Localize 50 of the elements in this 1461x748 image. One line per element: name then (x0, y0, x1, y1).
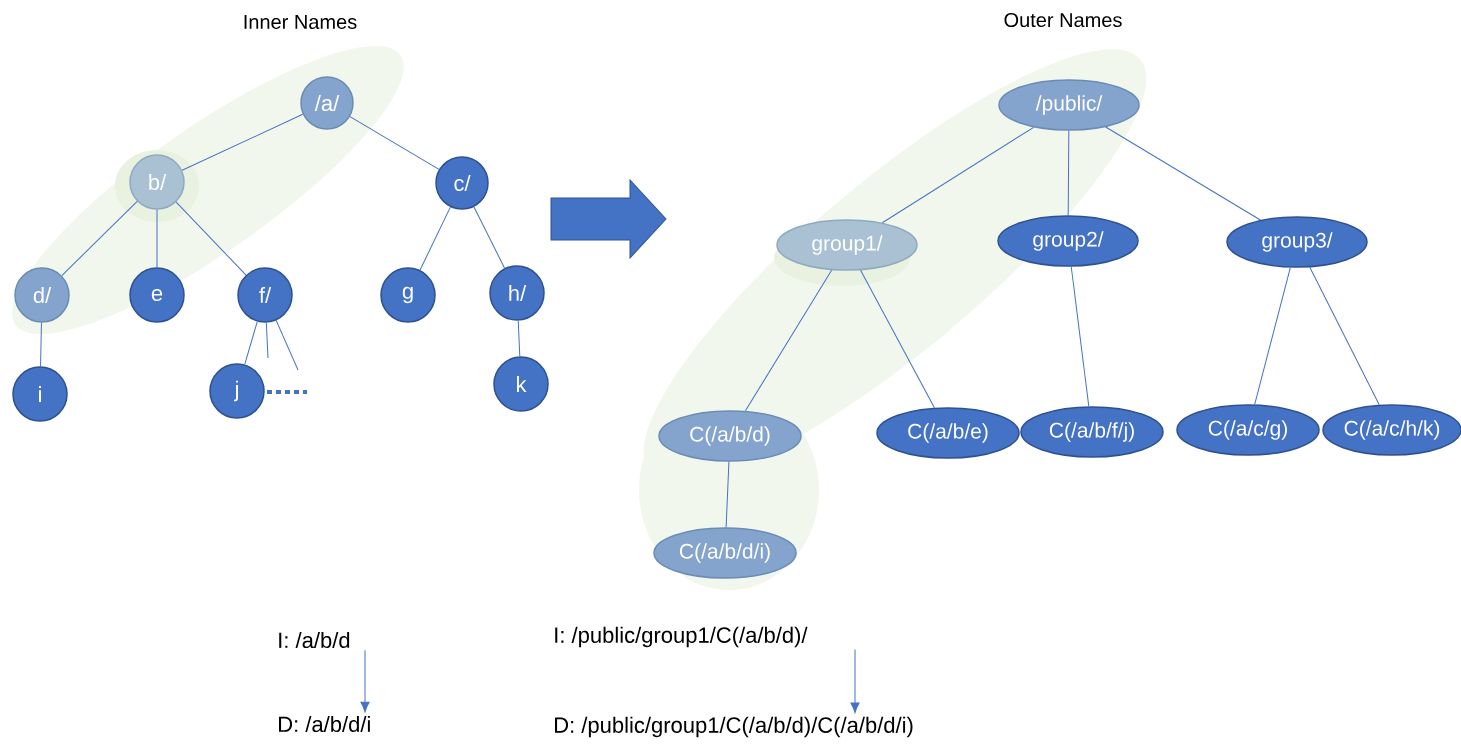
path-text: D: /public/group1/C(/a/b/d)/C(/a/b/d/i) (555, 716, 913, 738)
tree-line (244, 321, 258, 365)
ellipse-node: C(/a/b/e) (876, 407, 1020, 459)
circle-node: c/ (435, 156, 489, 210)
tree-line (744, 269, 833, 412)
circle-node: /a/ (300, 76, 354, 130)
ellipse-node: group3/ (1226, 216, 1368, 268)
ellipse-node: group1/ (776, 219, 918, 271)
circle-node: b/ (129, 154, 185, 210)
tree-line (156, 209, 158, 268)
tree-line (517, 320, 521, 357)
tree-line (175, 201, 247, 276)
tree-line (40, 322, 42, 367)
ellipse-node: C(/a/c/g) (1176, 404, 1320, 456)
tree-line (1254, 267, 1291, 405)
heading: Inner Names (244, 15, 357, 29)
tree-line (1105, 126, 1261, 221)
tree-line (265, 322, 269, 359)
ellipse-node: C(/a/c/h/k) (1322, 404, 1461, 456)
arrow (360, 649, 370, 713)
tree-line (473, 206, 506, 269)
circle-node: i (12, 366, 68, 422)
tree-line (881, 126, 1035, 224)
ellipse-node: /public/ (998, 79, 1140, 131)
tree-line (725, 461, 730, 528)
circle-node: j (209, 363, 265, 419)
ellipse-node: group2/ (997, 215, 1139, 267)
tree-line (860, 269, 935, 409)
tree-line (61, 200, 138, 277)
ellipse-node: C(/a/b/d/i) (653, 527, 797, 579)
tree-line (349, 116, 440, 170)
tree-line (419, 206, 451, 271)
arrow (850, 648, 860, 714)
tree-line (275, 319, 299, 371)
ellipse-node: C(/a/b/d) (658, 410, 802, 462)
tree-line (1070, 266, 1090, 407)
circle-node: h/ (489, 265, 545, 321)
circle-node: g (380, 267, 436, 323)
heading: Outer Names (1004, 12, 1122, 28)
path-text: D: /a/b/d/i (279, 715, 370, 733)
path-text: I: /a/b/d (279, 631, 350, 649)
circle-node: e (129, 267, 185, 323)
circle-node: f/ (237, 267, 293, 323)
circle-node: k (493, 356, 549, 412)
tree-line (1067, 130, 1070, 216)
path-text: I: /public/group1/C(/a/b/d)/ (555, 626, 808, 648)
tree-line (1309, 266, 1380, 406)
ellipse-node: C(/a/b/f/j) (1020, 406, 1164, 458)
circle-node: d/ (14, 267, 70, 323)
tree-line (181, 113, 304, 171)
